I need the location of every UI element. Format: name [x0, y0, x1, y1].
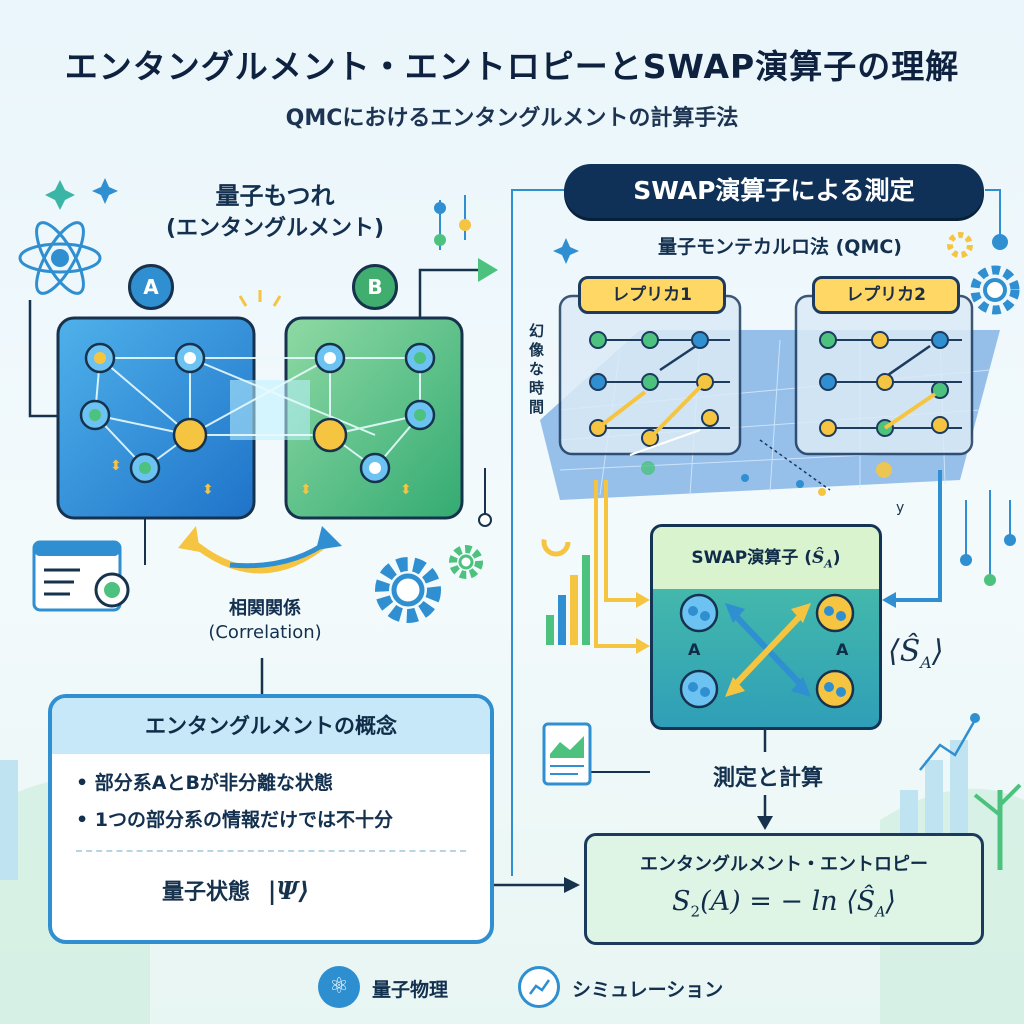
entanglement-heading-sub: (エンタングルメント) [165, 216, 385, 241]
swap-heading-close: ) [832, 548, 841, 568]
entanglement-heading: 量子もつれ [215, 182, 335, 210]
quantum-state: 量子状態 |Ψ⟩ [162, 874, 309, 906]
quantum-state-ket: |Ψ⟩ [267, 876, 310, 905]
entropy-formula-sub: 2 [690, 902, 701, 921]
entropy-formula-arg: (A) = − ln ⟨ [700, 886, 857, 917]
subsystem-b-badge: B [352, 264, 398, 310]
correlation-label: 相関関係 [229, 598, 301, 619]
atom-icon [18, 221, 102, 295]
replica1-arrow [604, 480, 640, 602]
document-chart-icon [542, 722, 592, 786]
entropy-formula-op: Ŝ [856, 886, 876, 917]
trend-icon [919, 719, 977, 771]
node-dot [992, 234, 1008, 250]
replica1-tag: レプリカ1 [578, 276, 726, 314]
gear-icon [947, 232, 973, 258]
deco-bar-4 [0, 760, 18, 880]
svg-text:⬍: ⬍ [400, 482, 412, 498]
concept-box: エンタングルメントの概念 • 部分系AとBが非分離な状態 • 1つの部分系の情報… [48, 694, 494, 944]
swap-heading: SWAP演算子 (ŜA) [653, 527, 879, 589]
particle-dot [818, 488, 826, 496]
tree-icon [973, 783, 1022, 870]
svg-text:⬍: ⬍ [110, 458, 122, 474]
node-dot [434, 202, 446, 214]
replica2-arrow [892, 470, 942, 602]
gear-icon [970, 265, 1020, 315]
concept-bullet: • 1つの部分系の情報だけでは不十分 [76, 809, 393, 831]
particle-dot [741, 474, 749, 482]
concept-bullet-text: 部分系AとBが非分離な状態 [94, 772, 333, 794]
svg-text:⬍: ⬍ [300, 482, 312, 498]
node-dot [434, 234, 446, 246]
subsystem-b-box [284, 316, 464, 520]
entropy-result-box: エンタングルメント・エントロピー S2(A) = − ln ⟨ŜA⟩ [584, 833, 984, 945]
correlation-label-en: (Correlation) [208, 622, 322, 643]
concept-bullet-text: 1つの部分系の情報だけでは不十分 [94, 809, 393, 831]
expectation-sub: A [920, 653, 932, 672]
imaginary-time-label: 幻像な時間 [529, 322, 545, 416]
divider-line [511, 189, 566, 876]
page-title: エンタングルメント・エントロピーとSWAP演算子の理解 [64, 47, 960, 86]
entropy-heading: エンタングルメント・エントロピー [640, 854, 928, 875]
sparkle-icon [45, 180, 75, 210]
subsystem-a-badge: A [128, 264, 174, 310]
swap-label-a-right: A [836, 640, 849, 659]
particle-dot [641, 461, 655, 475]
pie-icon [541, 527, 571, 557]
connector-line [418, 268, 480, 330]
swap-heading-sub: A [824, 557, 833, 571]
replica1-worldlines [589, 331, 730, 447]
gear-icon [375, 557, 441, 623]
swap-diagram [679, 593, 855, 709]
browser-window-icon [32, 540, 130, 612]
footer-simulation: シミュレーション [572, 979, 724, 1001]
replica1-arrow [594, 480, 640, 648]
svg-text:⬍: ⬍ [202, 482, 214, 498]
sparkle-icon [92, 178, 118, 204]
particle-dot [876, 462, 892, 478]
footer-physics: 量子物理 [372, 979, 449, 1001]
swap-heading-text: SWAP演算子 ( [691, 548, 812, 568]
measure-label: 測定と計算 [712, 766, 823, 791]
connector-line [629, 429, 701, 456]
entropy-formula-lhs: S [672, 886, 691, 917]
sparkle-icon [553, 238, 579, 264]
page-subtitle: QMCにおけるエンタングルメントの計算手法 [285, 106, 739, 131]
mini-chart-icon [546, 555, 590, 645]
swap-expectation: ⟨ŜA⟩ [888, 634, 944, 672]
particle-dot [796, 480, 804, 488]
concept-bullet: • 部分系AとBが非分離な状態 [76, 772, 333, 794]
divider-line [985, 189, 1001, 240]
swap-label-a-left: A [688, 640, 701, 659]
swap-heading-op: Ŝ [811, 548, 825, 568]
replica2-tag: レプリカ2 [812, 276, 960, 314]
entangled-subsystems: ⬍ ⬍ ⬍ ⬍ [56, 290, 464, 520]
swap-operator-box: SWAP演算子 (ŜA) [650, 524, 882, 730]
expectation-op: Ŝ [899, 634, 921, 669]
replica2-worldlines [819, 331, 962, 437]
concept-heading: エンタングルメントの概念 [52, 698, 490, 754]
concept-divider [76, 850, 466, 852]
gear-icon [449, 545, 483, 579]
axis-y-label: y [896, 500, 905, 516]
correlation-arrow [178, 526, 342, 574]
node-dot [459, 219, 471, 231]
entropy-formula-opsub: A [875, 904, 886, 921]
entanglement-glow [230, 380, 310, 440]
atom-icon: ⚛ [318, 966, 360, 1008]
node-column [960, 490, 1016, 586]
quantum-state-label: 量子状態 [162, 880, 251, 905]
connector-line [28, 300, 58, 418]
entropy-formula: S2(A) = − ln ⟨ŜA⟩ [587, 886, 981, 920]
qmc-label: 量子モンテカルロ法 (QMC) [658, 236, 902, 258]
entropy-formula-close: ⟩ [885, 886, 896, 917]
simulation-icon [518, 966, 560, 1008]
swap-measurement-pill: SWAP演算子による測定 [564, 164, 984, 218]
arrow-head [478, 258, 498, 282]
